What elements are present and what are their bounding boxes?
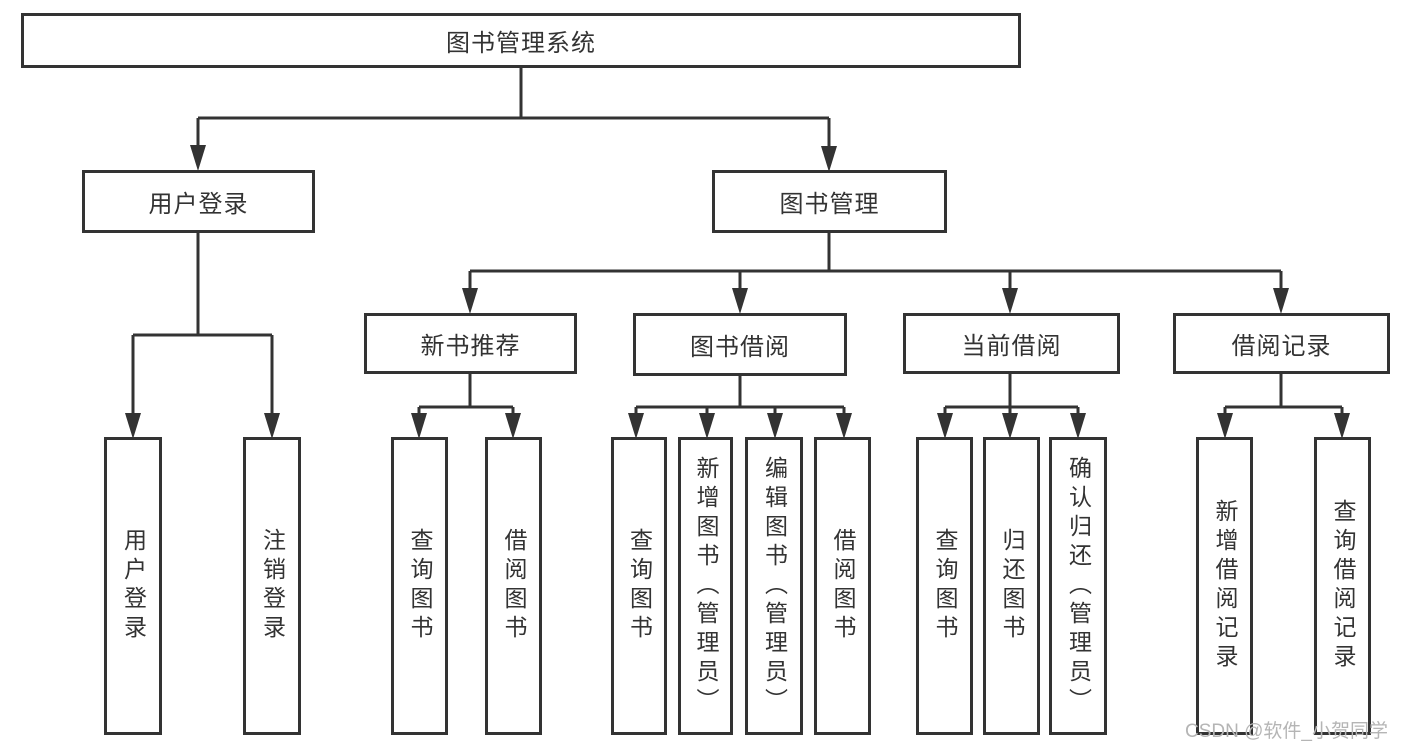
arrow-down-icon (836, 413, 852, 439)
leaf-borrow-books: 借阅图书 (814, 437, 871, 735)
arrow-down-icon (264, 413, 280, 439)
arrow-down-icon (411, 413, 427, 439)
arrow-down-icon (1002, 413, 1018, 439)
leaf-user-login: 用户登录 (104, 437, 162, 735)
arrow-down-icon (190, 145, 206, 171)
node-label: 借阅记录 (1231, 333, 1332, 360)
csdn-watermark: CSDN @软件_小贺同学 (1185, 721, 1388, 742)
arrow-down-icon (1070, 413, 1086, 439)
arrow-down-icon (937, 413, 953, 439)
leaf-query-books-current: 查询图书 (916, 437, 973, 735)
node-label: 图书借阅 (690, 334, 790, 361)
leaf-query-books-recommend: 查询图书 (391, 437, 448, 735)
node-new-book-recommend: 新书推荐 (364, 313, 577, 374)
node-user-login: 用户登录 (82, 170, 315, 233)
leaf-label: 注销登录 (259, 528, 286, 644)
leaf-borrow-books-recommend: 借阅图书 (485, 437, 542, 735)
leaf-label: 编辑图书（管理员） (761, 455, 788, 717)
arrow-down-icon (1273, 288, 1289, 314)
arrow-down-icon (821, 146, 837, 172)
node-label: 新书推荐 (420, 333, 521, 360)
arrow-down-icon (1217, 413, 1233, 439)
leaf-label: 查询图书 (626, 528, 653, 644)
arrow-down-icon (1002, 288, 1018, 314)
node-label: 当前借阅 (961, 333, 1062, 360)
node-book-borrow: 图书借阅 (633, 313, 847, 376)
leaf-label: 借阅图书 (830, 528, 856, 644)
leaf-label: 查询图书 (407, 528, 433, 644)
arrow-down-icon (628, 413, 644, 439)
leaf-label: 用户登录 (120, 528, 147, 644)
leaf-return-books: 归还图书 (983, 437, 1040, 735)
arrow-down-icon (1334, 413, 1350, 439)
leaf-edit-book-admin: 编辑图书（管理员） (745, 437, 803, 735)
connector-lines (131, 68, 1344, 416)
leaf-label: 新增借阅记录 (1212, 499, 1238, 673)
arrow-down-icon (732, 288, 748, 314)
node-current-borrow: 当前借阅 (903, 313, 1120, 374)
arrow-down-icon (125, 413, 141, 439)
arrow-down-icon (505, 413, 521, 439)
leaf-add-book-admin: 新增图书（管理员） (678, 437, 733, 735)
leaf-label: 新增图书（管理员） (693, 455, 719, 717)
arrow-down-icon (699, 413, 715, 439)
node-root-label: 图书管理系统 (446, 30, 596, 57)
leaf-logout: 注销登录 (243, 437, 301, 735)
leaf-label: 查询借阅记录 (1330, 499, 1356, 673)
node-borrow-records: 借阅记录 (1173, 313, 1390, 374)
leaf-add-borrow-record: 新增借阅记录 (1196, 437, 1253, 735)
node-label: 图书管理 (779, 191, 880, 218)
arrowhead-icons (125, 145, 1350, 439)
node-label: 用户登录 (148, 191, 249, 218)
node-book-management: 图书管理 (712, 170, 947, 233)
leaf-label: 归还图书 (999, 528, 1025, 644)
leaf-label: 借阅图书 (501, 528, 527, 644)
leaf-label: 确认归还（管理员） (1065, 455, 1092, 717)
node-root: 图书管理系统 (21, 13, 1021, 68)
leaf-query-books-borrow: 查询图书 (611, 437, 667, 735)
leaf-confirm-return-admin: 确认归还（管理员） (1049, 437, 1107, 735)
leaf-label: 查询图书 (932, 528, 958, 644)
arrow-down-icon (462, 288, 478, 314)
leaf-query-borrow-record: 查询借阅记录 (1314, 437, 1371, 735)
arrow-down-icon (767, 413, 783, 439)
